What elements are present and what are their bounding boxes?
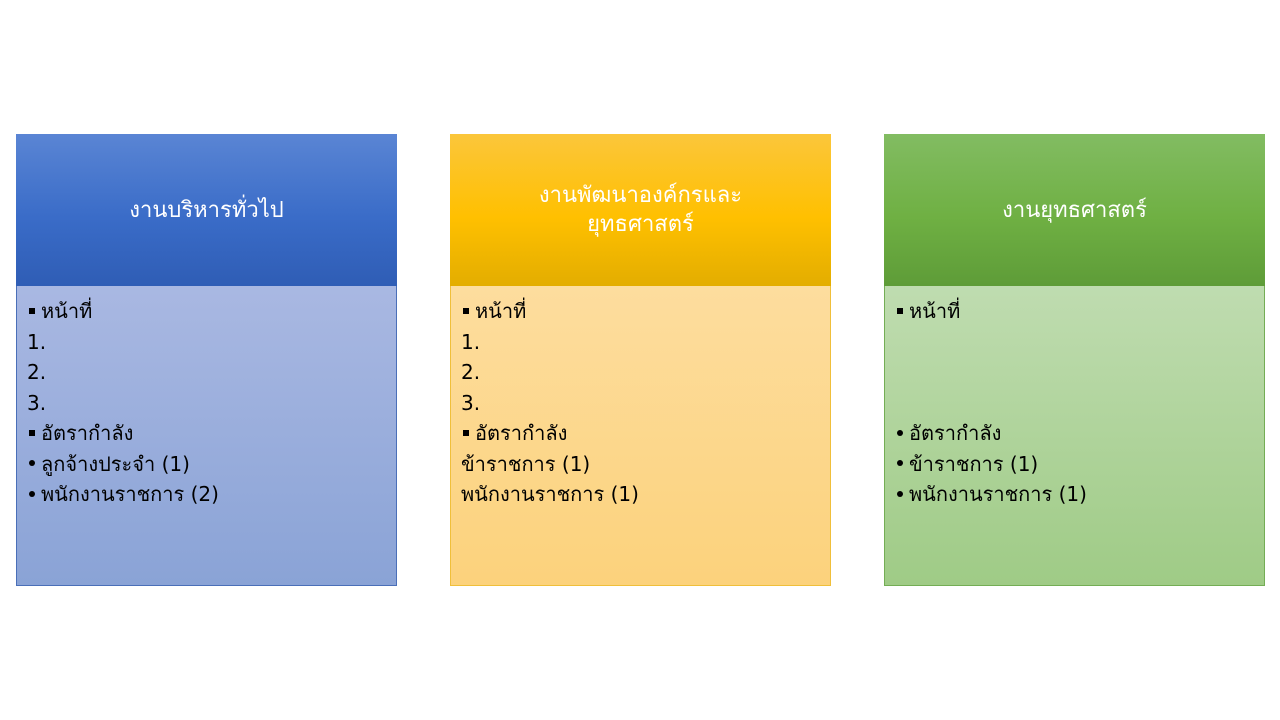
round-bullet-icon (897, 460, 903, 466)
staff-item: พนักงานราชการ (1) (461, 482, 639, 506)
empty-line (895, 327, 1254, 358)
duty-item: 2. (461, 360, 481, 384)
staff-item-text: พนักงานราชการ (2) (41, 482, 219, 506)
staff-item-text: ลูกจ้างประจำ (1) (41, 451, 190, 476)
empty-line (895, 357, 1254, 388)
round-bullet-icon (897, 429, 903, 436)
staff-item-text: พนักงานราชการ (1) (909, 482, 1087, 506)
square-bullet-icon (29, 307, 35, 314)
staff-label: อัตรากำลัง (909, 421, 1002, 445)
duty-item: 1. (461, 329, 481, 354)
card-title: งานพัฒนาองค์กรและยุทธศาสตร์ (450, 134, 831, 286)
card-body: หน้าที่ อัตรากำลัง ข้าราชการ (1) พนักงาน… (884, 286, 1265, 586)
staff-item: พนักงานราชการ (2) (27, 479, 386, 510)
square-bullet-icon (463, 307, 469, 314)
duties-label: หน้าที่ (41, 299, 93, 323)
square-bullet-icon (463, 429, 469, 436)
staff-heading: อัตรากำลัง (461, 418, 820, 449)
round-bullet-icon (897, 490, 903, 497)
duty-item: 3. (27, 390, 47, 415)
square-bullet-icon (897, 307, 903, 314)
card-general-admin: งานบริหารทั่วไป หน้าที่ 1. 2. 3. อัตรากำ… (16, 134, 397, 586)
card-title: งานยุทธศาสตร์ (884, 134, 1265, 286)
round-bullet-icon (29, 490, 35, 497)
square-bullet-icon (29, 429, 35, 436)
duty-item: 2. (27, 360, 47, 384)
staff-item: พนักงานราชการ (1) (895, 479, 1254, 510)
duties-label: หน้าที่ (909, 299, 961, 323)
duties-heading: หน้าที่ (27, 296, 386, 327)
staff-label: อัตรากำลัง (41, 421, 134, 445)
card-title: งานบริหารทั่วไป (16, 134, 397, 286)
duty-item: 3. (461, 390, 481, 415)
staff-item-text: ข้าราชการ (1) (909, 451, 1039, 476)
staff-heading: อัตรากำลัง (27, 418, 386, 449)
staff-heading: อัตรากำลัง (895, 418, 1254, 449)
card-org-development: งานพัฒนาองค์กรและยุทธศาสตร์ หน้าที่ 1. 2… (450, 134, 831, 586)
staff-label: อัตรากำลัง (475, 421, 568, 445)
duties-label: หน้าที่ (475, 299, 527, 323)
card-strategy: งานยุทธศาสตร์ หน้าที่ อัตรากำลัง ข้าราชก… (884, 134, 1265, 586)
duties-heading: หน้าที่ (461, 296, 820, 327)
duties-heading: หน้าที่ (895, 296, 1254, 327)
staff-item: ข้าราชการ (1) (895, 449, 1254, 480)
card-body: หน้าที่ 1. 2. 3. อัตรากำลัง ข้าราชการ (1… (450, 286, 831, 586)
card-body: หน้าที่ 1. 2. 3. อัตรากำลัง ลูกจ้างประจำ… (16, 286, 397, 586)
staff-item: ลูกจ้างประจำ (1) (27, 449, 386, 480)
staff-item: ข้าราชการ (1) (461, 451, 591, 476)
round-bullet-icon (29, 460, 35, 466)
duty-item: 1. (27, 329, 47, 354)
empty-line (895, 388, 1254, 419)
